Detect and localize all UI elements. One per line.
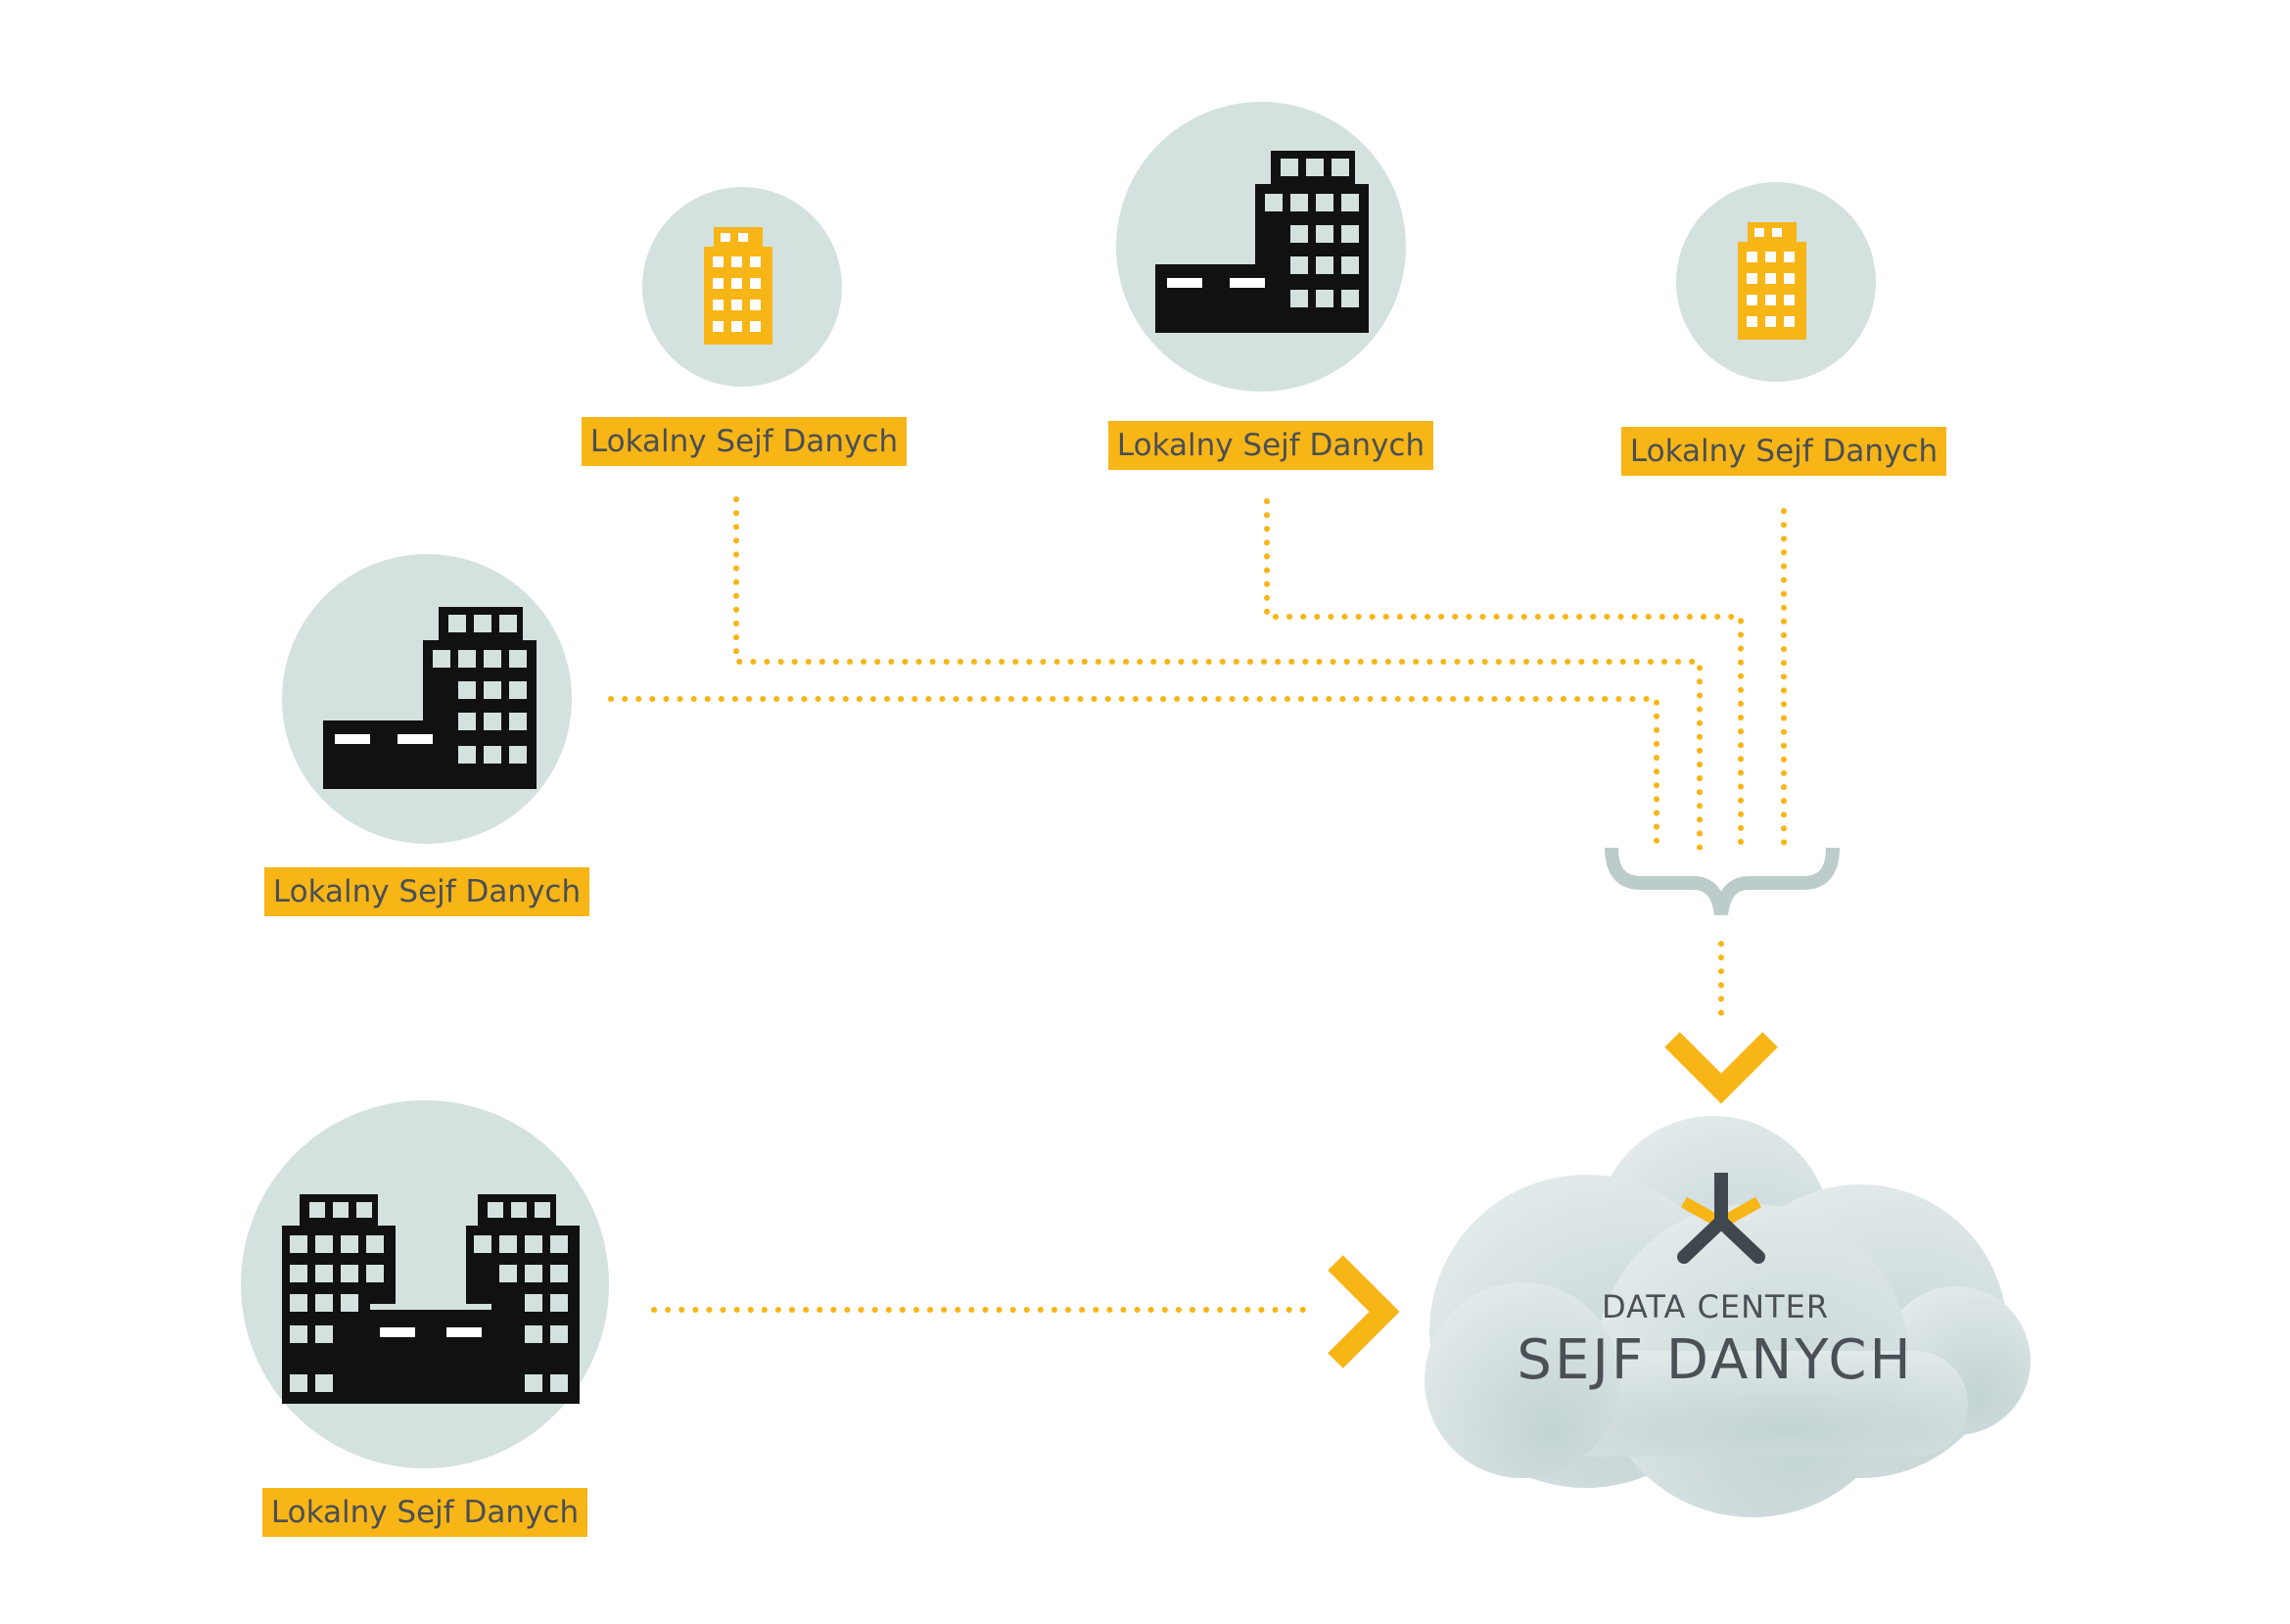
site-5-node <box>241 1100 609 1468</box>
site-1-node <box>642 187 842 387</box>
data-center-logo-icon <box>1677 1173 1765 1264</box>
small-office-building-icon <box>704 227 772 345</box>
site-1-label: Lokalny Sejf Danych <box>582 417 907 466</box>
site-2-node <box>1116 102 1406 392</box>
office-complex-icon <box>323 607 537 789</box>
connector-lines <box>608 496 1787 1313</box>
merge-bracket <box>1605 847 1840 916</box>
site-5-label: Lokalny Sejf Danych <box>262 1488 587 1537</box>
connector-site-4 <box>608 696 1659 851</box>
data-center-cloud: DATA CENTER SEJF DANYCH <box>1425 1116 2031 1517</box>
arrow-right-chevron-icon <box>1328 1255 1400 1369</box>
connector-site-1 <box>733 496 1703 851</box>
arrow-down-chevron-icon <box>1664 1032 1778 1104</box>
office-complex-icon <box>1155 151 1369 333</box>
twin-towers-icon <box>282 1194 580 1404</box>
site-3-node <box>1676 182 1876 382</box>
site-3-label: Lokalny Sejf Danych <box>1621 427 1946 476</box>
data-center-subtitle: DATA CENTER <box>1602 1288 1829 1325</box>
connector-site-2 <box>1264 498 1744 851</box>
data-center-title: SEJF DANYCH <box>1517 1328 1913 1392</box>
site-4-node <box>282 554 572 844</box>
small-office-building-icon <box>1738 222 1806 340</box>
site-2-label: Lokalny Sejf Danych <box>1108 421 1433 470</box>
site-4-label: Lokalny Sejf Danych <box>264 867 589 916</box>
